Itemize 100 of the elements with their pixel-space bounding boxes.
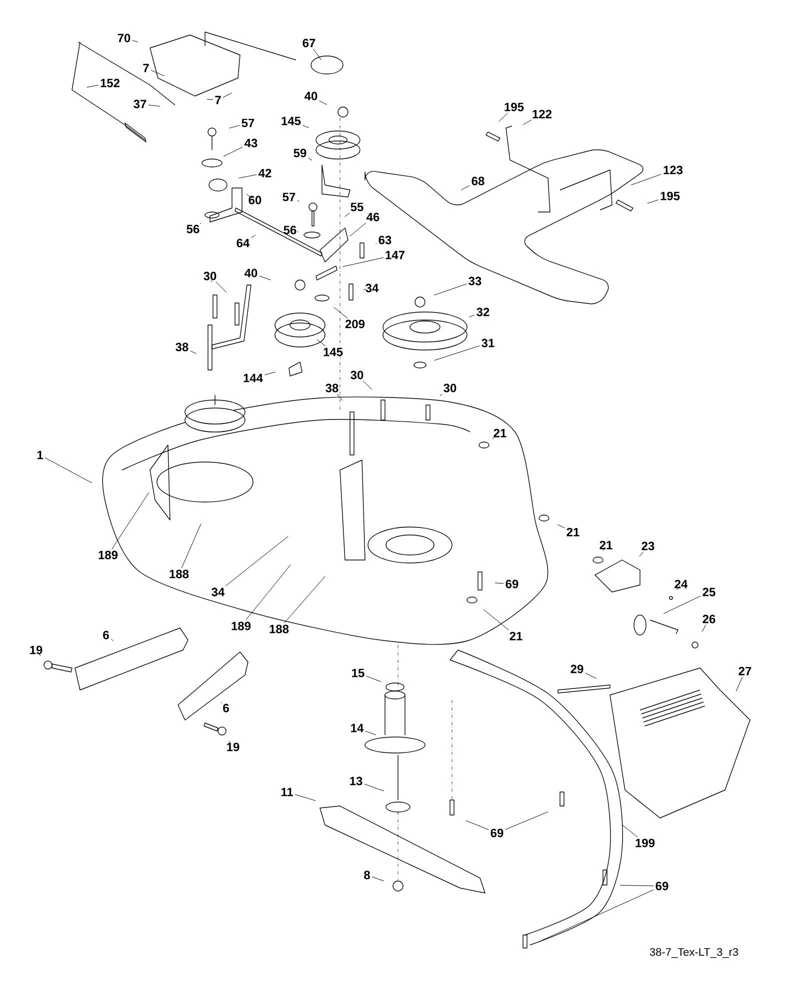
- leader-line: [492, 436, 496, 440]
- callout-number: 70: [118, 34, 130, 42]
- leader-line: [294, 794, 316, 801]
- leader-line: [366, 676, 382, 682]
- leader-line: [362, 380, 372, 390]
- callout-number: 21: [494, 428, 506, 438]
- leader-line: [364, 784, 384, 792]
- leader-line: [150, 70, 165, 76]
- callout-number: 24: [674, 580, 688, 588]
- leader-line: [264, 372, 276, 376]
- leader-line: [663, 596, 701, 614]
- callout-number: 6: [223, 704, 229, 712]
- callout-number: 188: [270, 624, 289, 634]
- callout-number: 209: [345, 320, 365, 328]
- leader-line: [112, 492, 150, 550]
- callout-number: 46: [366, 212, 380, 222]
- leader-line: [468, 314, 475, 318]
- leader-line: [228, 740, 231, 744]
- callout-number: 8: [364, 870, 370, 880]
- callout-number: 59: [294, 148, 306, 158]
- callout-number: 56: [284, 226, 296, 234]
- leader-line: [284, 576, 326, 624]
- leader-line: [238, 174, 257, 178]
- callout-number: 60: [248, 196, 262, 204]
- callout-number: 34: [212, 588, 225, 596]
- callout-number: 122: [532, 110, 552, 118]
- leader-line: [434, 284, 467, 296]
- leader-line: [440, 394, 443, 396]
- callout-number: 189: [232, 622, 251, 630]
- leader-line: [216, 282, 227, 293]
- leader-line: [259, 276, 272, 280]
- callout-number: 57: [242, 118, 254, 128]
- callout-number: 199: [636, 838, 655, 848]
- callout-number: 29: [570, 664, 584, 674]
- callout-number: 14: [351, 724, 364, 732]
- callout-number: 40: [304, 92, 318, 100]
- leader-line: [302, 125, 310, 128]
- leader-line: [336, 394, 343, 401]
- leader-line: [229, 125, 240, 128]
- callout-number: 64: [236, 238, 250, 248]
- callout-number: 195: [660, 192, 680, 200]
- callout-number: 123: [664, 166, 683, 174]
- callout-number: 43: [244, 138, 258, 148]
- leader-line: [38, 653, 41, 656]
- callout-number: 33: [468, 276, 482, 286]
- callout-number: 147: [386, 250, 404, 260]
- leader-line: [334, 307, 348, 318]
- callout-number: 30: [350, 370, 364, 380]
- callout-number: 189: [98, 550, 118, 560]
- callout-number: 145: [282, 116, 301, 126]
- callout-number: 63: [378, 236, 392, 244]
- leader-line: [538, 890, 654, 942]
- callout-number: 57: [282, 192, 296, 202]
- leader-line: [223, 146, 243, 157]
- callout-number: 55: [350, 202, 364, 212]
- leader-line: [319, 100, 328, 106]
- leader-line: [702, 624, 706, 632]
- leader-line: [630, 174, 662, 186]
- leader-line: [222, 92, 232, 98]
- leader-line: [313, 48, 322, 60]
- reference-code: 38-7_Tex-LT_3_r3: [650, 948, 738, 958]
- callout-number: 11: [281, 788, 293, 796]
- callout-number: 69: [490, 828, 504, 838]
- callout-number: 188: [170, 570, 189, 578]
- leader-line: [181, 523, 202, 568]
- leader-line: [676, 585, 680, 590]
- leader-line: [372, 876, 384, 882]
- leader-line: [522, 120, 532, 125]
- leader-line: [316, 339, 326, 346]
- leader-line: [466, 820, 489, 830]
- leader-line: [365, 730, 376, 736]
- callout-number: 144: [244, 374, 263, 382]
- callout-number: 30: [204, 272, 216, 280]
- callout-number: 21: [510, 632, 522, 640]
- callout-number: 69: [656, 882, 668, 890]
- leader-line: [494, 582, 504, 584]
- callout-number: 195: [504, 102, 524, 112]
- leader-line: [206, 98, 214, 100]
- callout-number: 6: [103, 630, 109, 640]
- leader-line: [225, 536, 288, 586]
- leader-line: [148, 104, 160, 107]
- leader-line: [647, 200, 659, 204]
- leader-line: [132, 40, 138, 42]
- callout-number: 40: [244, 268, 258, 278]
- callout-number: 19: [30, 646, 42, 654]
- callout-number: 21: [566, 528, 580, 536]
- callout-number: 56: [186, 224, 200, 234]
- leader-line: [498, 112, 508, 122]
- callout-number: 25: [702, 588, 716, 596]
- callout-number: 69: [506, 580, 518, 588]
- callout-number: 152: [100, 78, 120, 88]
- callout-number: 7: [143, 64, 149, 72]
- leader-line: [621, 824, 638, 838]
- leader-line: [736, 676, 743, 692]
- leader-line: [483, 609, 510, 630]
- leader-line: [246, 564, 291, 620]
- callout-number: 145: [324, 348, 343, 356]
- leader-line: [620, 885, 654, 886]
- leader-line: [44, 457, 92, 484]
- leader-line: [349, 222, 366, 237]
